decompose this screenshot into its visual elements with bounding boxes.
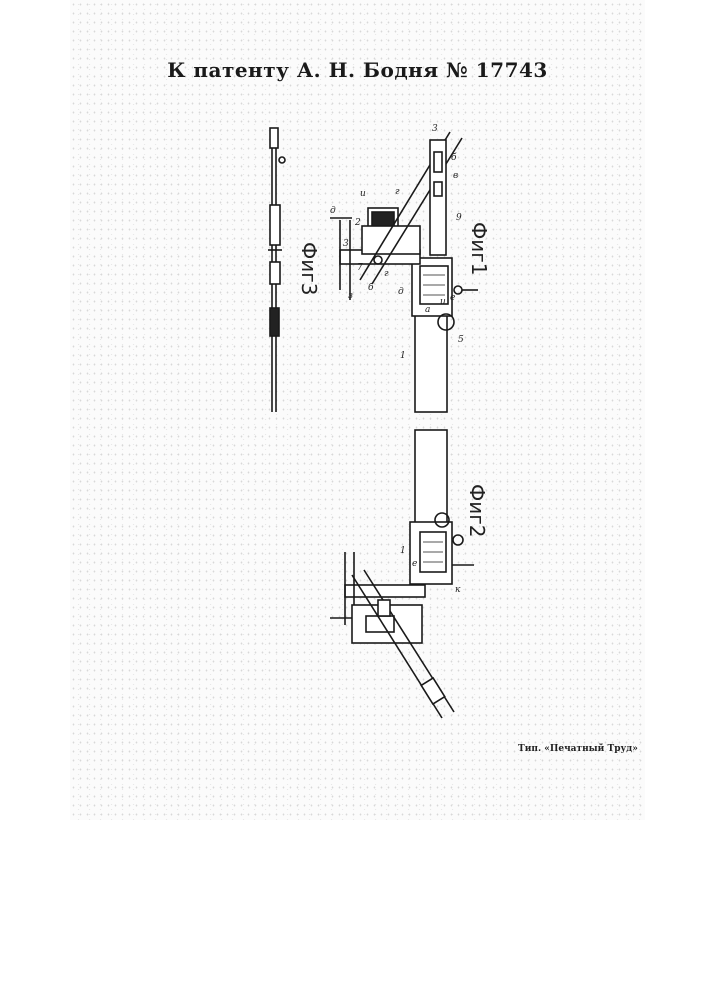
fig1-caption: Фиг1 — [467, 222, 491, 275]
fig2-label-k: к — [455, 585, 461, 595]
fig2-label-e: е — [412, 559, 417, 569]
fig1-label-3b: 3 — [343, 239, 349, 249]
fig1-label-3c: з — [348, 291, 353, 301]
printer-imprint: Тип. «Печатный Труд» — [518, 744, 638, 754]
fig1-label-g1: г — [395, 187, 400, 197]
fig1-label-b: б — [451, 152, 457, 163]
fig1-label-1: 1 — [400, 351, 406, 361]
fig1-label-v: в — [453, 171, 458, 181]
fig1-label-d2: д — [398, 287, 404, 297]
fig1-label-u2: и — [440, 297, 446, 307]
fig1-label-7: 7 — [357, 263, 363, 273]
fig1-label-a: а — [425, 305, 430, 315]
fig1-label-5: 5 — [458, 335, 464, 345]
fig1-label-9: 9 — [456, 213, 462, 223]
fig1-label-6: б — [368, 282, 374, 293]
fig2-drawing — [330, 430, 474, 718]
fig2-label-1: 1 — [400, 546, 406, 556]
fig1-label-d1: д — [330, 206, 336, 216]
fig3-caption: Фиг3 — [297, 242, 321, 295]
fig2-caption: Фиг2 — [465, 484, 489, 537]
fig3-drawing — [268, 128, 285, 412]
fig1-label-g2: г — [384, 269, 389, 279]
fig1-label-3a: 3 — [432, 124, 438, 134]
fig1-label-e: е — [450, 293, 455, 303]
fig1-label-2a: 2 — [354, 218, 361, 228]
fig1-label-u1: и — [360, 189, 366, 199]
